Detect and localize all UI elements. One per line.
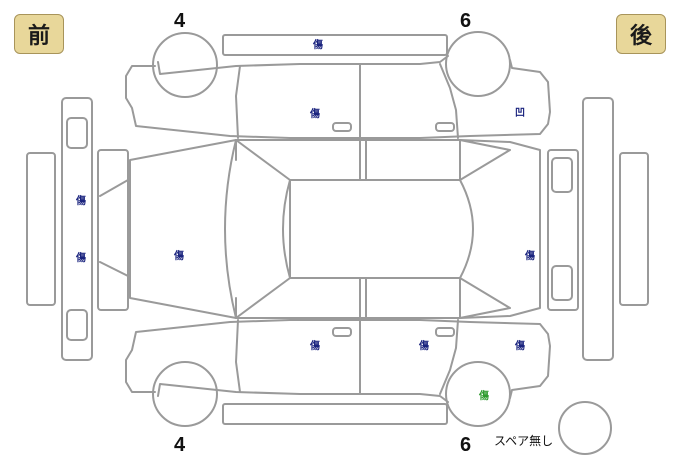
door-handle-rear-bottom: [435, 327, 455, 337]
damage-mark-roof-rail-top: 傷: [313, 40, 323, 51]
spare-tire-label: スペア無し: [494, 434, 554, 448]
front-grille-diag-1: [99, 179, 129, 197]
front-badge: 前: [14, 14, 64, 54]
wheel-front-bottom: [152, 361, 218, 427]
tire-number-front-top: 4: [174, 10, 186, 32]
damage-mark-hood: 傷: [174, 251, 184, 262]
side-body-bottom: [125, 319, 551, 399]
damage-mark-rear-quarter-right: 傷: [515, 341, 525, 352]
windshield: [224, 139, 291, 319]
roof: [282, 179, 474, 279]
front-light-top: [66, 117, 88, 149]
side-step-bottom: [222, 403, 448, 425]
rear-bumper-outer: [582, 97, 614, 361]
side-step-top: [222, 34, 448, 56]
damage-mark-front-door-left: 傷: [310, 109, 320, 120]
rear-badge: 後: [616, 14, 666, 54]
door-handle-front-bottom: [332, 327, 352, 337]
door-handle-rear-top: [435, 122, 455, 132]
tire-number-rear-top: 6: [460, 10, 472, 32]
rear-door-bottom: [439, 319, 459, 395]
front-fender-top: [157, 55, 449, 75]
damage-mark-rear-hatch: 傷: [525, 251, 535, 262]
front-bumper: [61, 97, 93, 361]
damage-mark-front-bumper-lower: 傷: [76, 253, 86, 264]
front-door-top: [235, 65, 241, 139]
rear-light-bottom: [551, 265, 573, 301]
side-body-top: [125, 59, 551, 139]
front-grille-outer: [97, 149, 129, 311]
front-grille-diag-2: [99, 261, 129, 277]
damage-mark-front-door-right: 傷: [310, 341, 320, 352]
spare-tire: [558, 401, 612, 455]
damage-mark-front-bumper-upper: 傷: [76, 196, 86, 207]
rear-plate-outer: [619, 152, 649, 306]
body-outline-top-view: [129, 139, 541, 319]
wheel-rear-bottom: [445, 361, 511, 427]
damage-mark-rear-wheel-right: 傷: [479, 391, 489, 402]
front-fender-bottom: [157, 383, 449, 403]
front-plate-outer: [26, 152, 56, 306]
door-handle-front-top: [332, 122, 352, 132]
damage-mark-rear-door-right: 傷: [419, 341, 429, 352]
front-light-bottom: [66, 309, 88, 341]
rear-hatch-frame: [547, 149, 579, 311]
tire-number-rear-bottom: 6: [460, 434, 472, 456]
wheel-front-top: [152, 32, 218, 98]
front-door-bottom: [235, 319, 241, 393]
rear-window: [459, 139, 511, 181]
tire-number-front-bottom: 4: [174, 434, 186, 456]
wheel-rear-top: [445, 31, 511, 97]
rear-window-lower: [459, 277, 511, 319]
rear-door-top: [439, 63, 459, 139]
rear-light-top: [551, 157, 573, 193]
damage-mark-rear-quarter-left: 凹: [515, 108, 525, 119]
